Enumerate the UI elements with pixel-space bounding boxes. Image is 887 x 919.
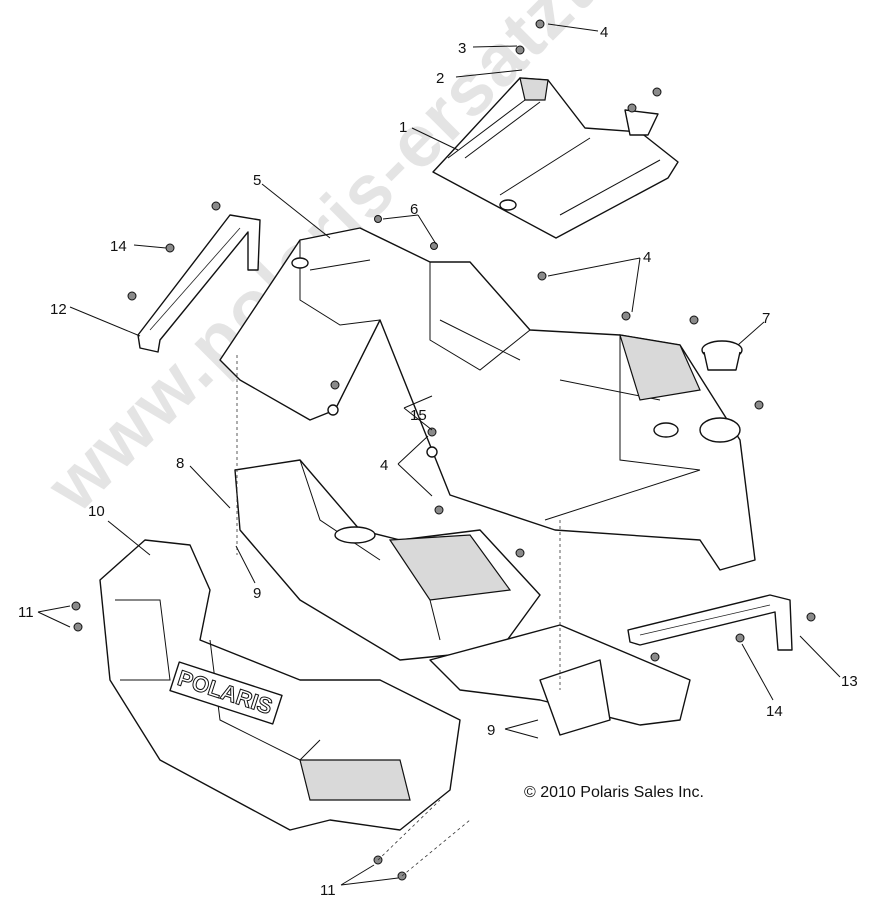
dash-upper-part: [219, 227, 756, 571]
callout-9-right: 9: [487, 722, 495, 739]
left-grab-handle: [137, 214, 261, 353]
right-lower-panel: [429, 624, 691, 736]
callout-4-right: 4: [643, 249, 651, 266]
callout-4-center: 4: [380, 457, 388, 474]
callout-12: 12: [50, 301, 67, 318]
front-fascia-part: POLARIS: [99, 539, 461, 831]
leader-lines: [37, 23, 841, 886]
callout-7: 7: [762, 310, 770, 327]
callout-11-bottom: 11: [320, 882, 336, 899]
lower-storage-tray: [234, 459, 541, 661]
callout-14-right: 14: [766, 703, 783, 720]
callout-6: 6: [410, 201, 418, 218]
callout-14-left: 14: [110, 238, 127, 255]
callout-5: 5: [253, 172, 261, 189]
callout-3: 3: [458, 40, 466, 57]
callout-13: 13: [841, 673, 858, 690]
cup-holder-part: [701, 340, 743, 371]
copyright-notice: © 2010 Polaris Sales Inc.: [524, 784, 704, 801]
callout-10: 10: [88, 503, 105, 520]
fasteners: [71, 19, 816, 881]
callout-labels: 1 2 3 4 4 4 5 6 7 8 9 9 10 11 11 12 13 1…: [18, 24, 858, 899]
hood-part: [432, 77, 679, 239]
callout-15: 15: [410, 407, 427, 424]
right-grab-handle: [627, 594, 793, 651]
callout-4-top: 4: [600, 24, 608, 41]
callout-1: 1: [399, 119, 407, 136]
callout-2: 2: [436, 70, 444, 87]
callout-9-left: 9: [253, 585, 261, 602]
callout-11-left: 11: [18, 604, 34, 621]
callout-8: 8: [176, 455, 184, 472]
